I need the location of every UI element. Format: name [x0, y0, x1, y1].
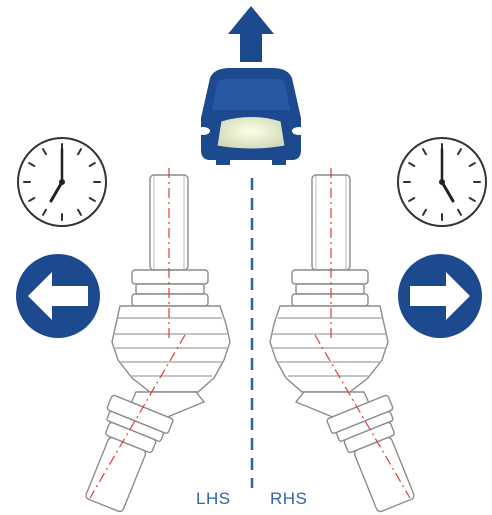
lhs-label: LHS — [196, 489, 231, 508]
rhs-label: RHS — [270, 489, 308, 508]
left-drive-shaft — [85, 174, 231, 513]
arrow-left-circle-icon — [16, 254, 100, 338]
left-shaft-axis — [89, 168, 186, 499]
left-clock-icon — [17, 137, 107, 227]
right-drive-shaft — [269, 168, 415, 513]
car-front-icon — [196, 68, 306, 165]
arrow-right-circle-icon — [398, 254, 482, 338]
up-arrow-icon — [228, 6, 274, 62]
right-clock-icon — [397, 137, 487, 227]
